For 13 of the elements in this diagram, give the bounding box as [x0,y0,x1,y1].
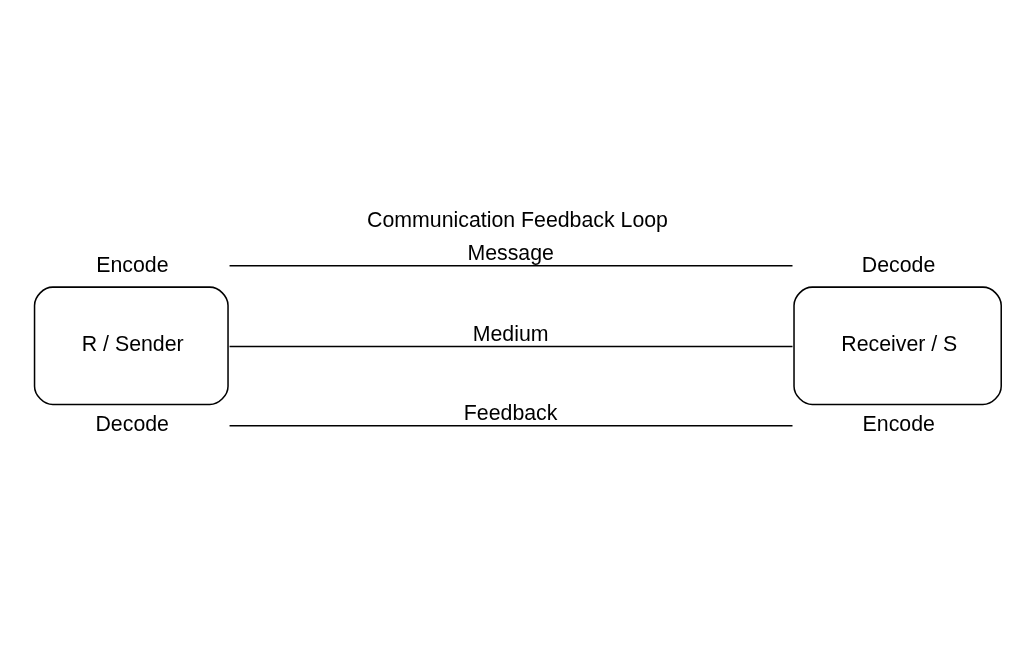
node-label: Encode [96,253,169,278]
node-label: Encode [862,411,935,436]
edge-label: Medium [472,321,549,346]
connector [228,425,794,427]
node-box: R / Sender [33,286,229,406]
edge-label: Feedback [463,400,558,425]
diagram-title: Communication Feedback Loop [367,208,668,233]
node-label: Decode [861,253,936,278]
edge-label: Message [467,241,554,266]
node-box: Receiver / S [793,286,1002,406]
node-label: Decode [95,411,169,436]
connector [228,345,794,348]
connector [228,265,794,267]
